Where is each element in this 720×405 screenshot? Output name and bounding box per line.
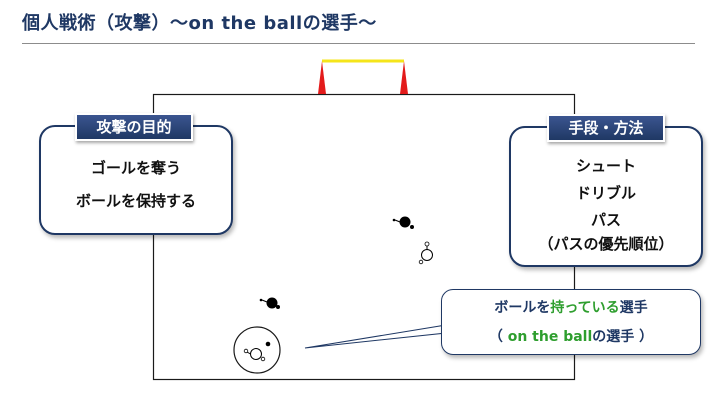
attack-means-box <box>509 126 703 267</box>
attack-purpose-box <box>39 125 233 235</box>
ball-carrier-callout: ボールを持っている選手 （ on the ballの選手 ） <box>441 289 701 355</box>
attack-purpose-label: 攻撃の目的 <box>75 113 193 141</box>
ball-carrier-icon <box>233 326 281 374</box>
attack-means-line: シュート <box>575 157 636 175</box>
callout-text: 選手 <box>619 300 648 316</box>
attack-purpose-line: ゴールを奪う <box>90 159 181 177</box>
attack-means-line: ドリブル <box>575 184 636 202</box>
attack-means-line: パス <box>590 211 621 229</box>
title-divider <box>22 43 695 44</box>
callout-highlight: 持っている <box>550 300 620 316</box>
goal-post-left-icon <box>318 61 326 94</box>
attacker-icon <box>418 241 433 265</box>
defender-icon <box>392 216 414 229</box>
callout-text: ボールを <box>494 300 551 316</box>
attack-means-label: 手段・方法 <box>547 114 665 142</box>
callout-text: （ <box>488 329 508 345</box>
callout-text: の選手 ） <box>592 329 654 345</box>
attack-purpose-line: ボールを保持する <box>75 192 196 210</box>
goal-post-right-icon <box>400 61 408 94</box>
page-title: 個人戦術（攻撃）～on the ballの選手～ <box>22 13 377 34</box>
defender-icon <box>259 297 280 309</box>
callout-highlight: on the ball <box>507 329 593 345</box>
attack-means-line: （パスの優先順位） <box>538 235 674 253</box>
